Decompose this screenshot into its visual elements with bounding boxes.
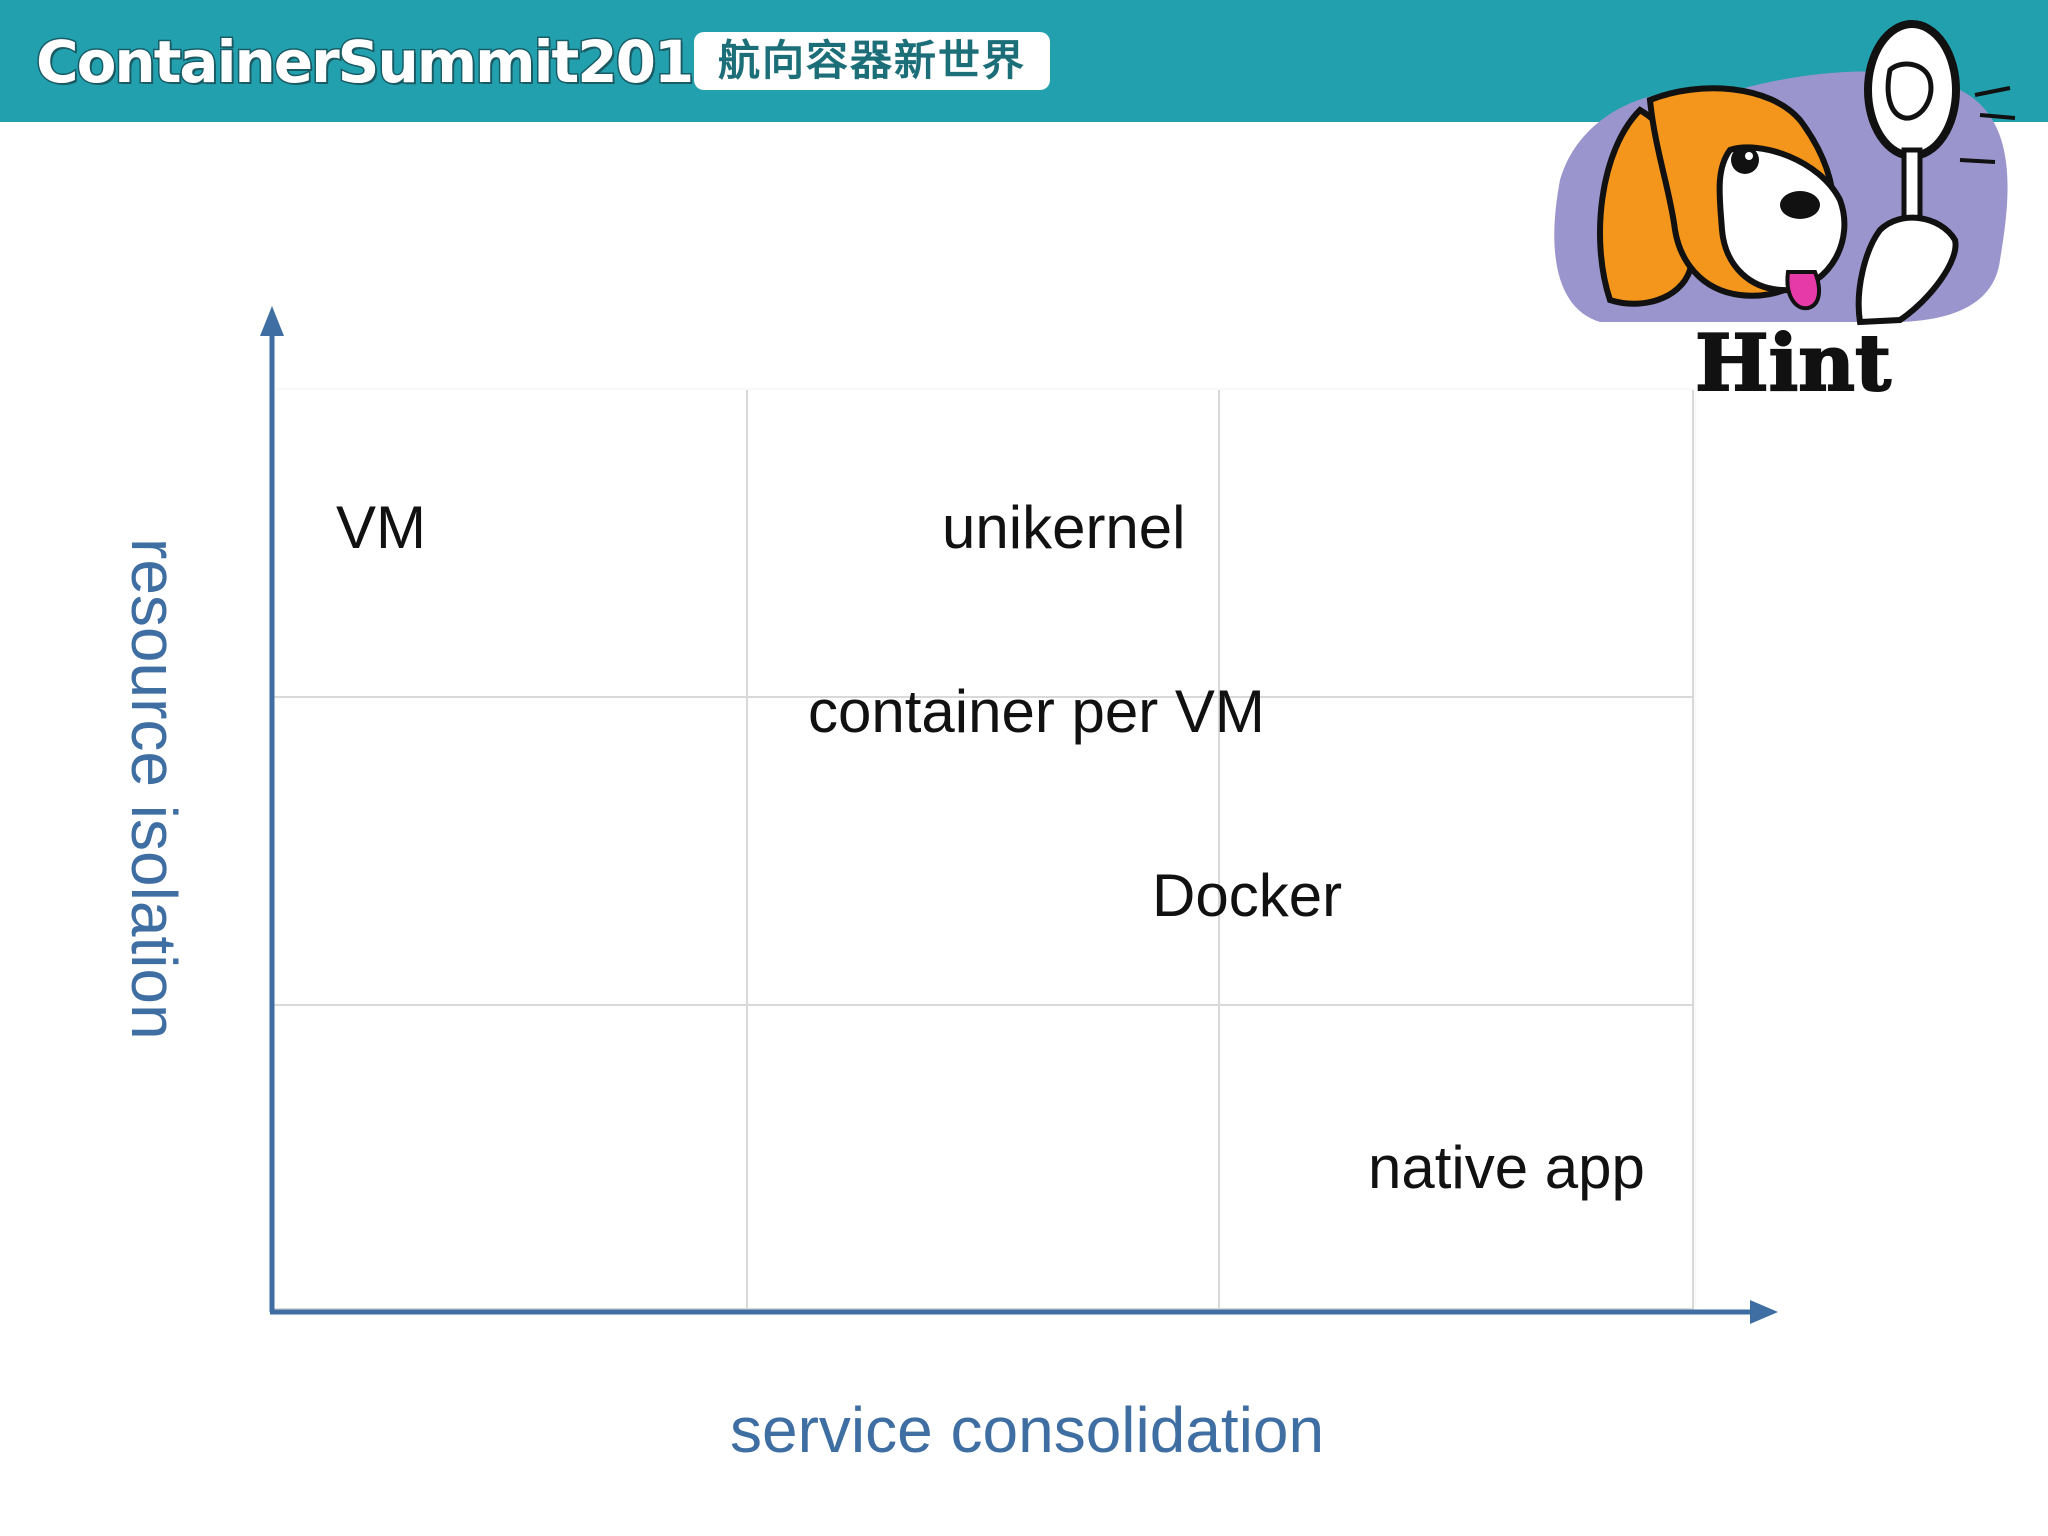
hint-label: Hint — [1695, 318, 1891, 409]
label-unikernel: unikernel — [942, 494, 1186, 561]
brand-logo: ContainerSummit2015 — [35, 27, 735, 98]
dog-eye — [1731, 146, 1759, 174]
label-container-per-vm: container per VM — [808, 678, 1265, 745]
grid-cell — [748, 698, 1220, 1006]
x-axis-arrow — [1750, 1300, 1778, 1324]
dog-muzzle — [1716, 144, 1848, 294]
dog-tongue — [1785, 270, 1822, 311]
label-docker: Docker — [1152, 862, 1343, 929]
grid-cell — [274, 390, 748, 698]
grid-cell — [1220, 698, 1694, 1006]
dog-paw — [1855, 214, 1959, 326]
grid-cell — [748, 1006, 1220, 1310]
dog-ear — [1597, 106, 1697, 307]
label-vm: VM — [336, 494, 426, 561]
x-axis-title: service consolidation — [730, 1394, 1325, 1466]
y-axis-arrow — [260, 306, 284, 336]
y-axis-title: resource isolation — [118, 538, 190, 1040]
grid-cell — [748, 390, 1220, 698]
grid-cell — [1220, 390, 1694, 698]
grid-cell — [274, 698, 748, 1006]
grid-cell — [274, 1006, 748, 1310]
tagline-badge: 航向容器新世界 — [694, 32, 1051, 90]
grid-cell — [1220, 1006, 1694, 1310]
label-native-app: native app — [1368, 1134, 1645, 1201]
dog-nose — [1780, 191, 1820, 219]
